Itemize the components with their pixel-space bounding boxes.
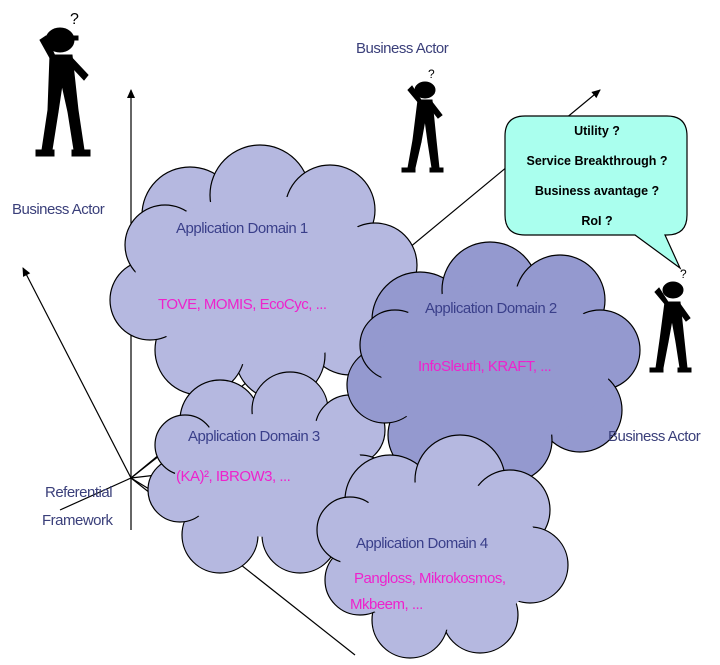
referential-label-line2: Framework <box>42 512 113 529</box>
domain-3-title: Application Domain 3 <box>188 428 320 445</box>
referential-label-line1: Referential <box>45 484 113 501</box>
actor-label-left: Business Actor <box>12 201 105 218</box>
actor-label-top: Business Actor <box>356 40 449 57</box>
business-actor-figure: ? <box>649 267 692 373</box>
question-roi: RoI ? <box>581 214 613 228</box>
domain-2-items: InfoSleuth, KRAFT, ... <box>418 358 552 375</box>
svg-text:?: ? <box>428 67 435 81</box>
question-bubble: Utility ? Service Breakthrough ? Busines… <box>507 116 687 234</box>
business-actor-figure: ? <box>401 67 444 173</box>
question-service-breakthrough: Service Breakthrough ? <box>526 154 668 168</box>
domain-1-items: TOVE, MOMIS, EcoCyc, ... <box>158 296 327 313</box>
domain-4-items-line1: Pangloss, Mikrokosmos, <box>354 570 506 587</box>
actor-label-right: Business Actor <box>608 428 701 445</box>
question-bubble-shape <box>504 115 688 270</box>
question-business-avantage: Business avantage ? <box>534 184 660 198</box>
diagonal-axis-left <box>22 267 132 479</box>
svg-text:?: ? <box>70 11 79 28</box>
svg-text:?: ? <box>680 267 687 281</box>
domain-2-title: Application Domain 2 <box>425 300 557 317</box>
domain-1-title: Application Domain 1 <box>176 220 308 237</box>
domain-4-title: Application Domain 4 <box>356 535 488 552</box>
axis-ray <box>59 477 132 511</box>
question-utility: Utility ? <box>574 124 620 138</box>
domain-3-items: (KA)², IBROW3, ... <box>176 468 291 485</box>
domain-4-items-line2: Mkbeem, ... <box>350 596 423 613</box>
business-actor-figure: ? <box>35 11 91 157</box>
